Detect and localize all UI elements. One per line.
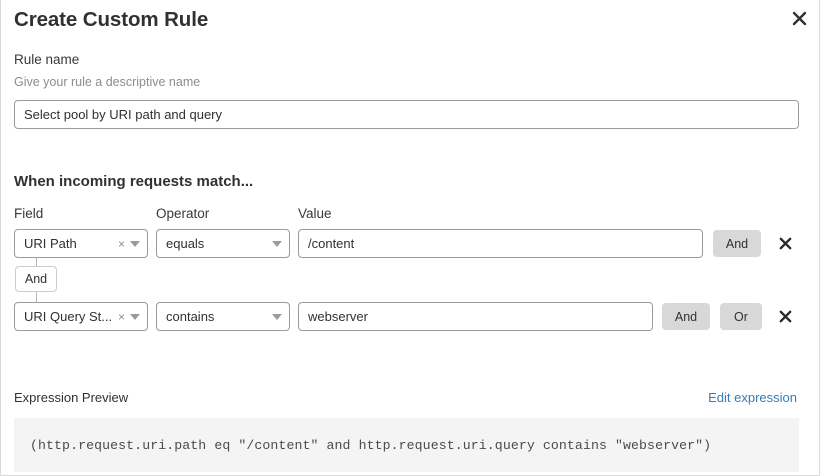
operator-select-value: contains (166, 309, 215, 324)
column-header-field: Field (14, 206, 44, 221)
operator-select-value: equals (166, 236, 205, 251)
chevron-down-icon (130, 313, 140, 320)
connector-and-badge[interactable]: And (15, 266, 57, 292)
operator-select[interactable]: contains (156, 302, 290, 331)
expression-preview-code: (http.request.uri.path eq "/content" and… (30, 437, 712, 453)
edit-expression-link[interactable]: Edit expression (708, 390, 797, 405)
rule-name-sublabel: Give your rule a descriptive name (14, 75, 201, 89)
field-select[interactable]: URI Path × (14, 229, 148, 258)
condition-row: URI Query St... × contains And Or (1, 302, 819, 331)
rule-name-label: Rule name (14, 52, 80, 67)
condition-row: URI Path × equals And (1, 229, 819, 258)
field-clear-icon[interactable]: × (117, 309, 125, 324)
value-input[interactable] (298, 302, 653, 331)
chevron-down-icon (272, 240, 282, 247)
rule-name-input[interactable] (14, 100, 799, 129)
field-clear-icon[interactable]: × (117, 236, 125, 251)
dialog-title: Create Custom Rule (14, 8, 209, 31)
delete-condition-icon[interactable] (773, 231, 797, 255)
add-or-condition-button[interactable]: Or (720, 303, 762, 330)
condition-connector: And (1, 258, 201, 302)
operator-select[interactable]: equals (156, 229, 290, 258)
column-header-operator: Operator (156, 206, 210, 221)
expression-preview-label: Expression Preview (14, 390, 129, 405)
add-and-condition-button[interactable]: And (713, 230, 761, 257)
conditions-heading: When incoming requests match... (14, 173, 254, 190)
value-input[interactable] (298, 229, 703, 258)
field-select-value: URI Query St... (24, 309, 113, 324)
close-icon[interactable] (787, 6, 811, 30)
field-select-value: URI Path (24, 236, 77, 251)
expression-preview-box: (http.request.uri.path eq "/content" and… (14, 418, 799, 472)
chevron-down-icon (272, 313, 282, 320)
column-header-value: Value (298, 206, 332, 221)
field-select[interactable]: URI Query St... × (14, 302, 148, 331)
chevron-down-icon (130, 240, 140, 247)
delete-condition-icon[interactable] (773, 304, 797, 328)
add-and-condition-button[interactable]: And (662, 303, 710, 330)
